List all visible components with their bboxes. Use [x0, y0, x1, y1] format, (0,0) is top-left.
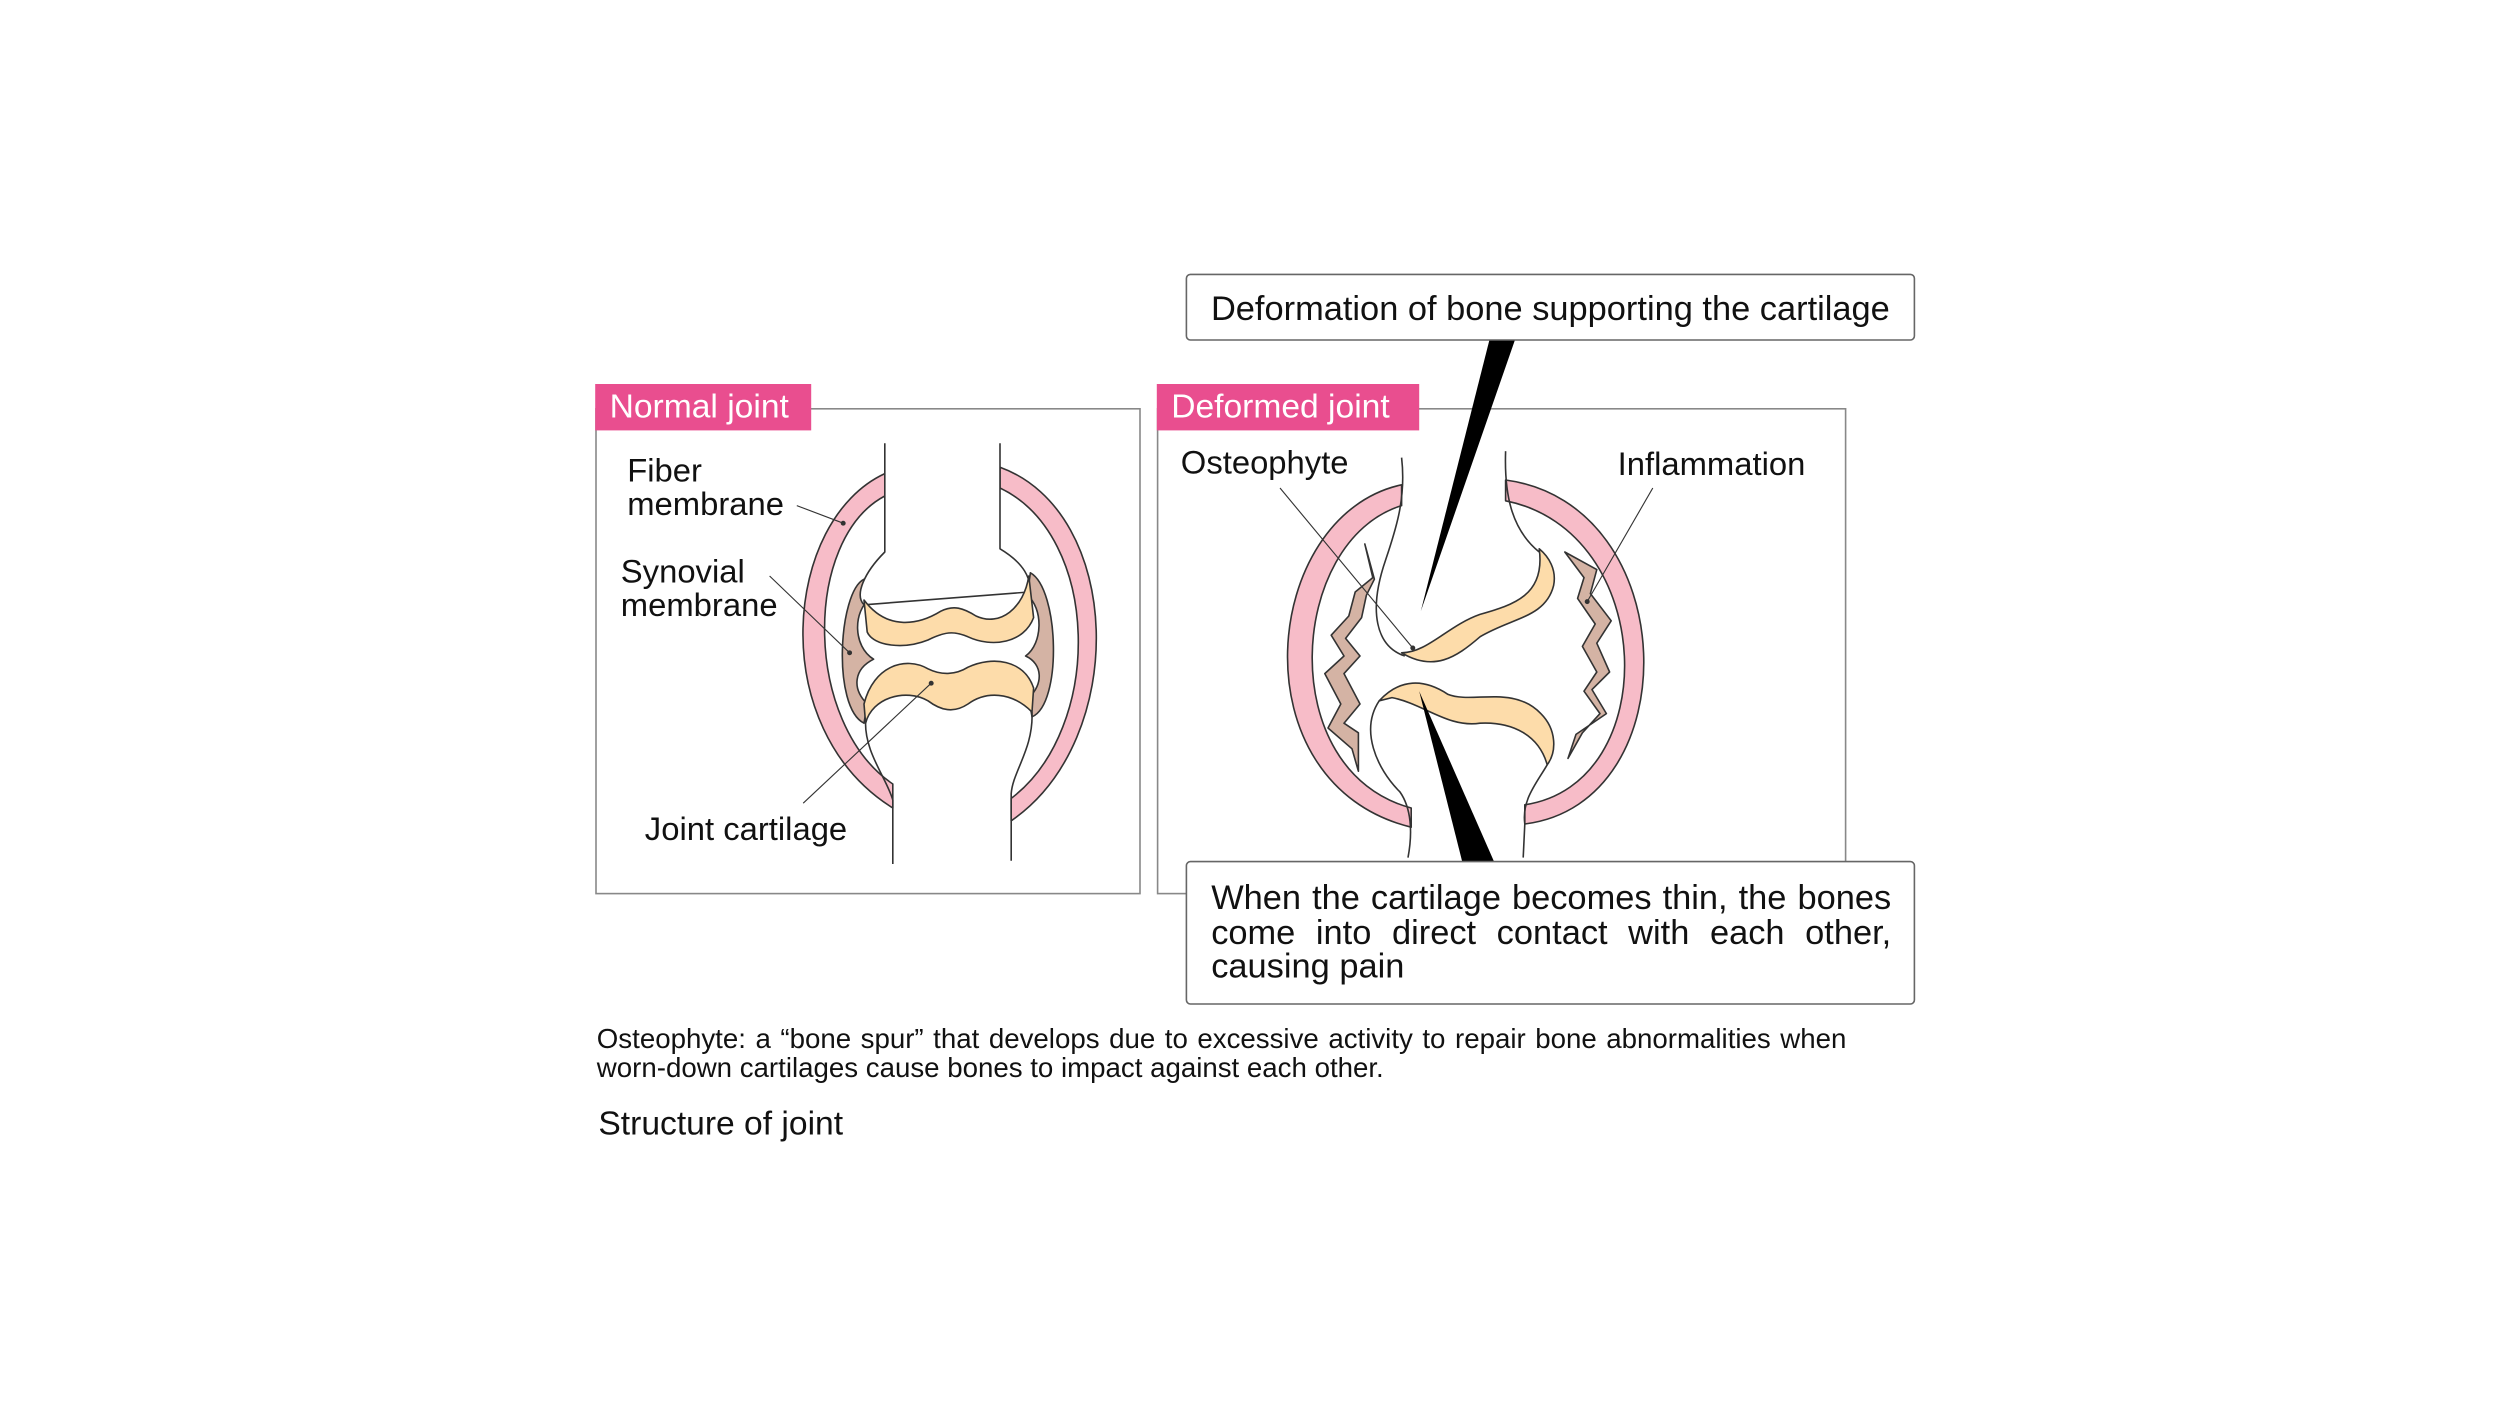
osteophyte-label: Osteophyte — [1180, 444, 1349, 482]
synovial-membrane-right — [1024, 572, 1055, 718]
deformed-joint-tag: Deformed joint — [1156, 384, 1420, 431]
normal-joint-illustration — [769, 443, 1098, 865]
fiber-membrane-line-2: membrane — [627, 486, 784, 524]
synovial-membrane-left — [841, 578, 875, 725]
synovial-membrane-label: Synovial membrane — [621, 555, 778, 622]
fiber-membrane-label: Fiber membrane — [627, 454, 784, 521]
leader-lines-normal — [769, 505, 934, 804]
osteophyte-left — [1324, 543, 1376, 773]
thin-cartilage-callout: When the cartilage becomes thin, the bon… — [1185, 860, 1916, 1005]
leader-lines-deformed — [1279, 487, 1654, 651]
deformed-joint-panel — [1156, 408, 1847, 895]
figure-caption: Structure of joint — [598, 1105, 844, 1143]
deformed-joint-illustration — [1279, 451, 1654, 858]
bone-deformation-callout: Deformation of bone supporting the carti… — [1185, 273, 1916, 341]
lower-bone — [1369, 700, 1548, 858]
joint-cartilage-label: Joint cartilage — [644, 811, 848, 848]
synovial-membrane-line-1: Synovial — [620, 553, 745, 591]
lower-bone — [864, 711, 1033, 865]
osteophyte-footnote: Osteophyte: a “bone spur” that develops … — [596, 1022, 1847, 1083]
fiber-membrane-line-1: Fiber — [627, 452, 702, 490]
lower-cartilage — [863, 660, 1035, 725]
upper-cartilage — [1400, 548, 1556, 663]
upper-bone — [1375, 451, 1540, 657]
normal-joint-tag: Normal joint — [595, 384, 812, 431]
upper-cartilage — [863, 575, 1035, 647]
synovial-membrane-line-2: membrane — [620, 587, 778, 624]
inflammation-label: Inflammation — [1617, 446, 1806, 484]
osteophyte-right — [1564, 551, 1613, 760]
